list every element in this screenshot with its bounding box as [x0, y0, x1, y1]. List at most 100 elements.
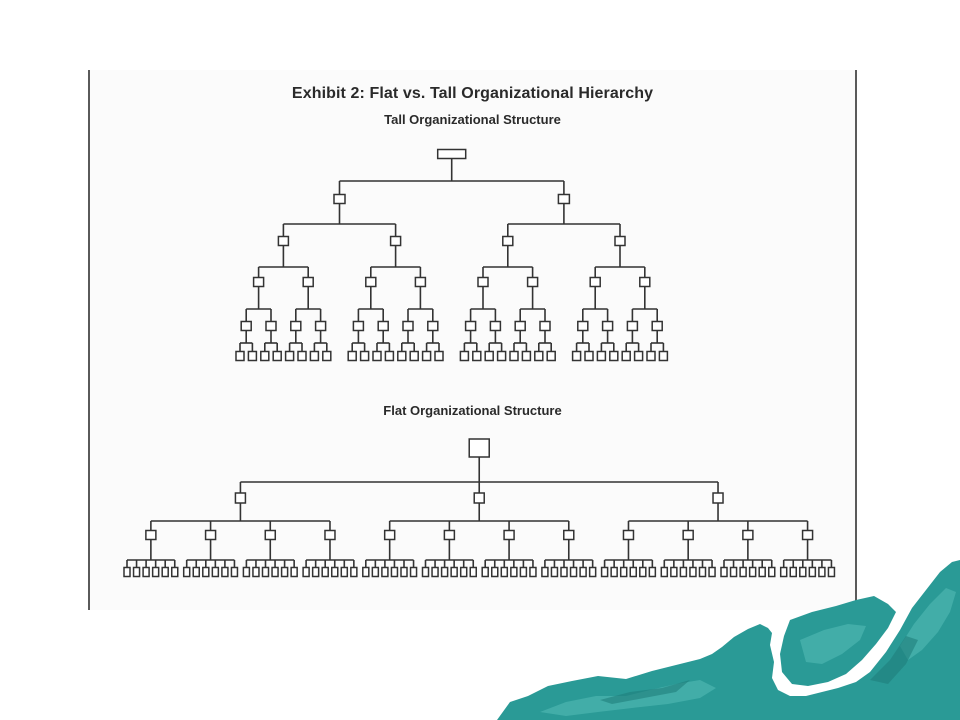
- org-box-leaf: [509, 350, 519, 362]
- org-box-leaf: [708, 566, 716, 578]
- org-box-leaf: [459, 566, 468, 578]
- org-box-leaf: [808, 566, 817, 578]
- org-box: [265, 320, 277, 332]
- org-box-leaf: [247, 350, 258, 362]
- org-box-leaf: [397, 350, 407, 362]
- org-box: [333, 193, 346, 205]
- org-box-leaf: [646, 350, 656, 362]
- org-box: [526, 276, 539, 288]
- org-box: [324, 529, 336, 541]
- org-box: [503, 529, 515, 541]
- org-box-leaf: [202, 566, 210, 578]
- org-box-leaf: [529, 566, 537, 578]
- org-box-leaf: [309, 350, 320, 362]
- org-box-leaf: [621, 350, 631, 362]
- org-box: [264, 529, 277, 541]
- org-box-leaf: [600, 566, 609, 578]
- org-box: [314, 320, 327, 332]
- org-box: [377, 320, 389, 332]
- org-box: [557, 193, 571, 205]
- org-box-leaf: [302, 566, 310, 578]
- org-box-leaf: [560, 566, 568, 578]
- org-box: [589, 276, 601, 288]
- org-box-leaf: [571, 350, 582, 362]
- org-box: [402, 320, 414, 332]
- org-box-leaf: [799, 566, 807, 578]
- org-box-leaf: [381, 566, 389, 578]
- org-box-leaf: [311, 566, 320, 578]
- flat-org-chart: [123, 438, 836, 578]
- org-box-leaf: [297, 350, 307, 362]
- tall-structure-heading: Tall Organizational Structure: [384, 112, 561, 127]
- org-box: [464, 320, 477, 332]
- org-box: [712, 492, 724, 504]
- org-box-leaf: [588, 566, 597, 578]
- org-box-leaf: [521, 350, 532, 362]
- org-box-leaf: [569, 566, 578, 578]
- org-box-leaf: [827, 566, 836, 578]
- org-box-leaf: [633, 350, 644, 362]
- org-box-leaf: [272, 350, 282, 362]
- org-box-leaf: [151, 566, 160, 578]
- org-box-leaf: [450, 566, 458, 578]
- org-box-leaf: [619, 566, 628, 578]
- org-box: [801, 529, 814, 541]
- org-box-leaf: [679, 566, 688, 578]
- org-box-leaf: [400, 566, 408, 578]
- org-box-leaf: [689, 566, 697, 578]
- org-box-leaf: [579, 566, 587, 578]
- org-box-leaf: [322, 350, 332, 362]
- org-box-leaf: [192, 566, 200, 578]
- flat-structure-heading: Flat Organizational Structure: [383, 403, 562, 418]
- org-box-leaf: [347, 350, 357, 362]
- org-box-leaf: [182, 566, 191, 578]
- org-box-leaf: [758, 566, 766, 578]
- org-box-leaf: [271, 566, 279, 578]
- org-box-leaf: [371, 566, 380, 578]
- org-box: [622, 529, 635, 541]
- org-box-leaf: [729, 566, 738, 578]
- org-box-top: [436, 148, 467, 160]
- org-box-top: [468, 438, 490, 458]
- org-box: [489, 320, 502, 332]
- org-box-leaf: [434, 350, 444, 362]
- org-box-leaf: [409, 350, 419, 362]
- org-box-leaf: [459, 350, 470, 362]
- org-box-leaf: [670, 566, 678, 578]
- org-box-leaf: [610, 566, 618, 578]
- org-box-leaf: [350, 566, 358, 578]
- org-box-leaf: [584, 350, 594, 362]
- org-box: [145, 529, 157, 541]
- org-box-leaf: [496, 350, 507, 362]
- org-box-leaf: [359, 350, 370, 362]
- org-box-leaf: [211, 566, 220, 578]
- org-box-leaf: [409, 566, 418, 578]
- org-box: [614, 235, 626, 247]
- org-charts: [123, 148, 836, 578]
- org-box: [502, 235, 514, 247]
- org-box-leaf: [362, 566, 370, 578]
- org-box: [443, 529, 456, 541]
- org-box-leaf: [340, 566, 349, 578]
- org-box-leaf: [123, 566, 131, 578]
- org-box-leaf: [818, 566, 826, 578]
- org-box: [427, 320, 439, 332]
- org-box: [414, 276, 427, 288]
- org-box: [601, 320, 614, 332]
- org-box-leaf: [230, 566, 239, 578]
- org-box: [682, 529, 694, 541]
- tall-org-chart: [235, 148, 669, 362]
- org-box: [240, 320, 252, 332]
- org-box-leaf: [658, 350, 669, 362]
- org-box-leaf: [472, 350, 482, 362]
- org-box-leaf: [161, 566, 169, 578]
- org-box: [539, 320, 551, 332]
- org-box: [514, 320, 526, 332]
- org-box-leaf: [660, 566, 669, 578]
- org-box-leaf: [768, 566, 776, 578]
- org-box-leaf: [440, 566, 449, 578]
- org-box-leaf: [779, 566, 788, 578]
- org-box-leaf: [142, 566, 150, 578]
- org-box: [290, 320, 302, 332]
